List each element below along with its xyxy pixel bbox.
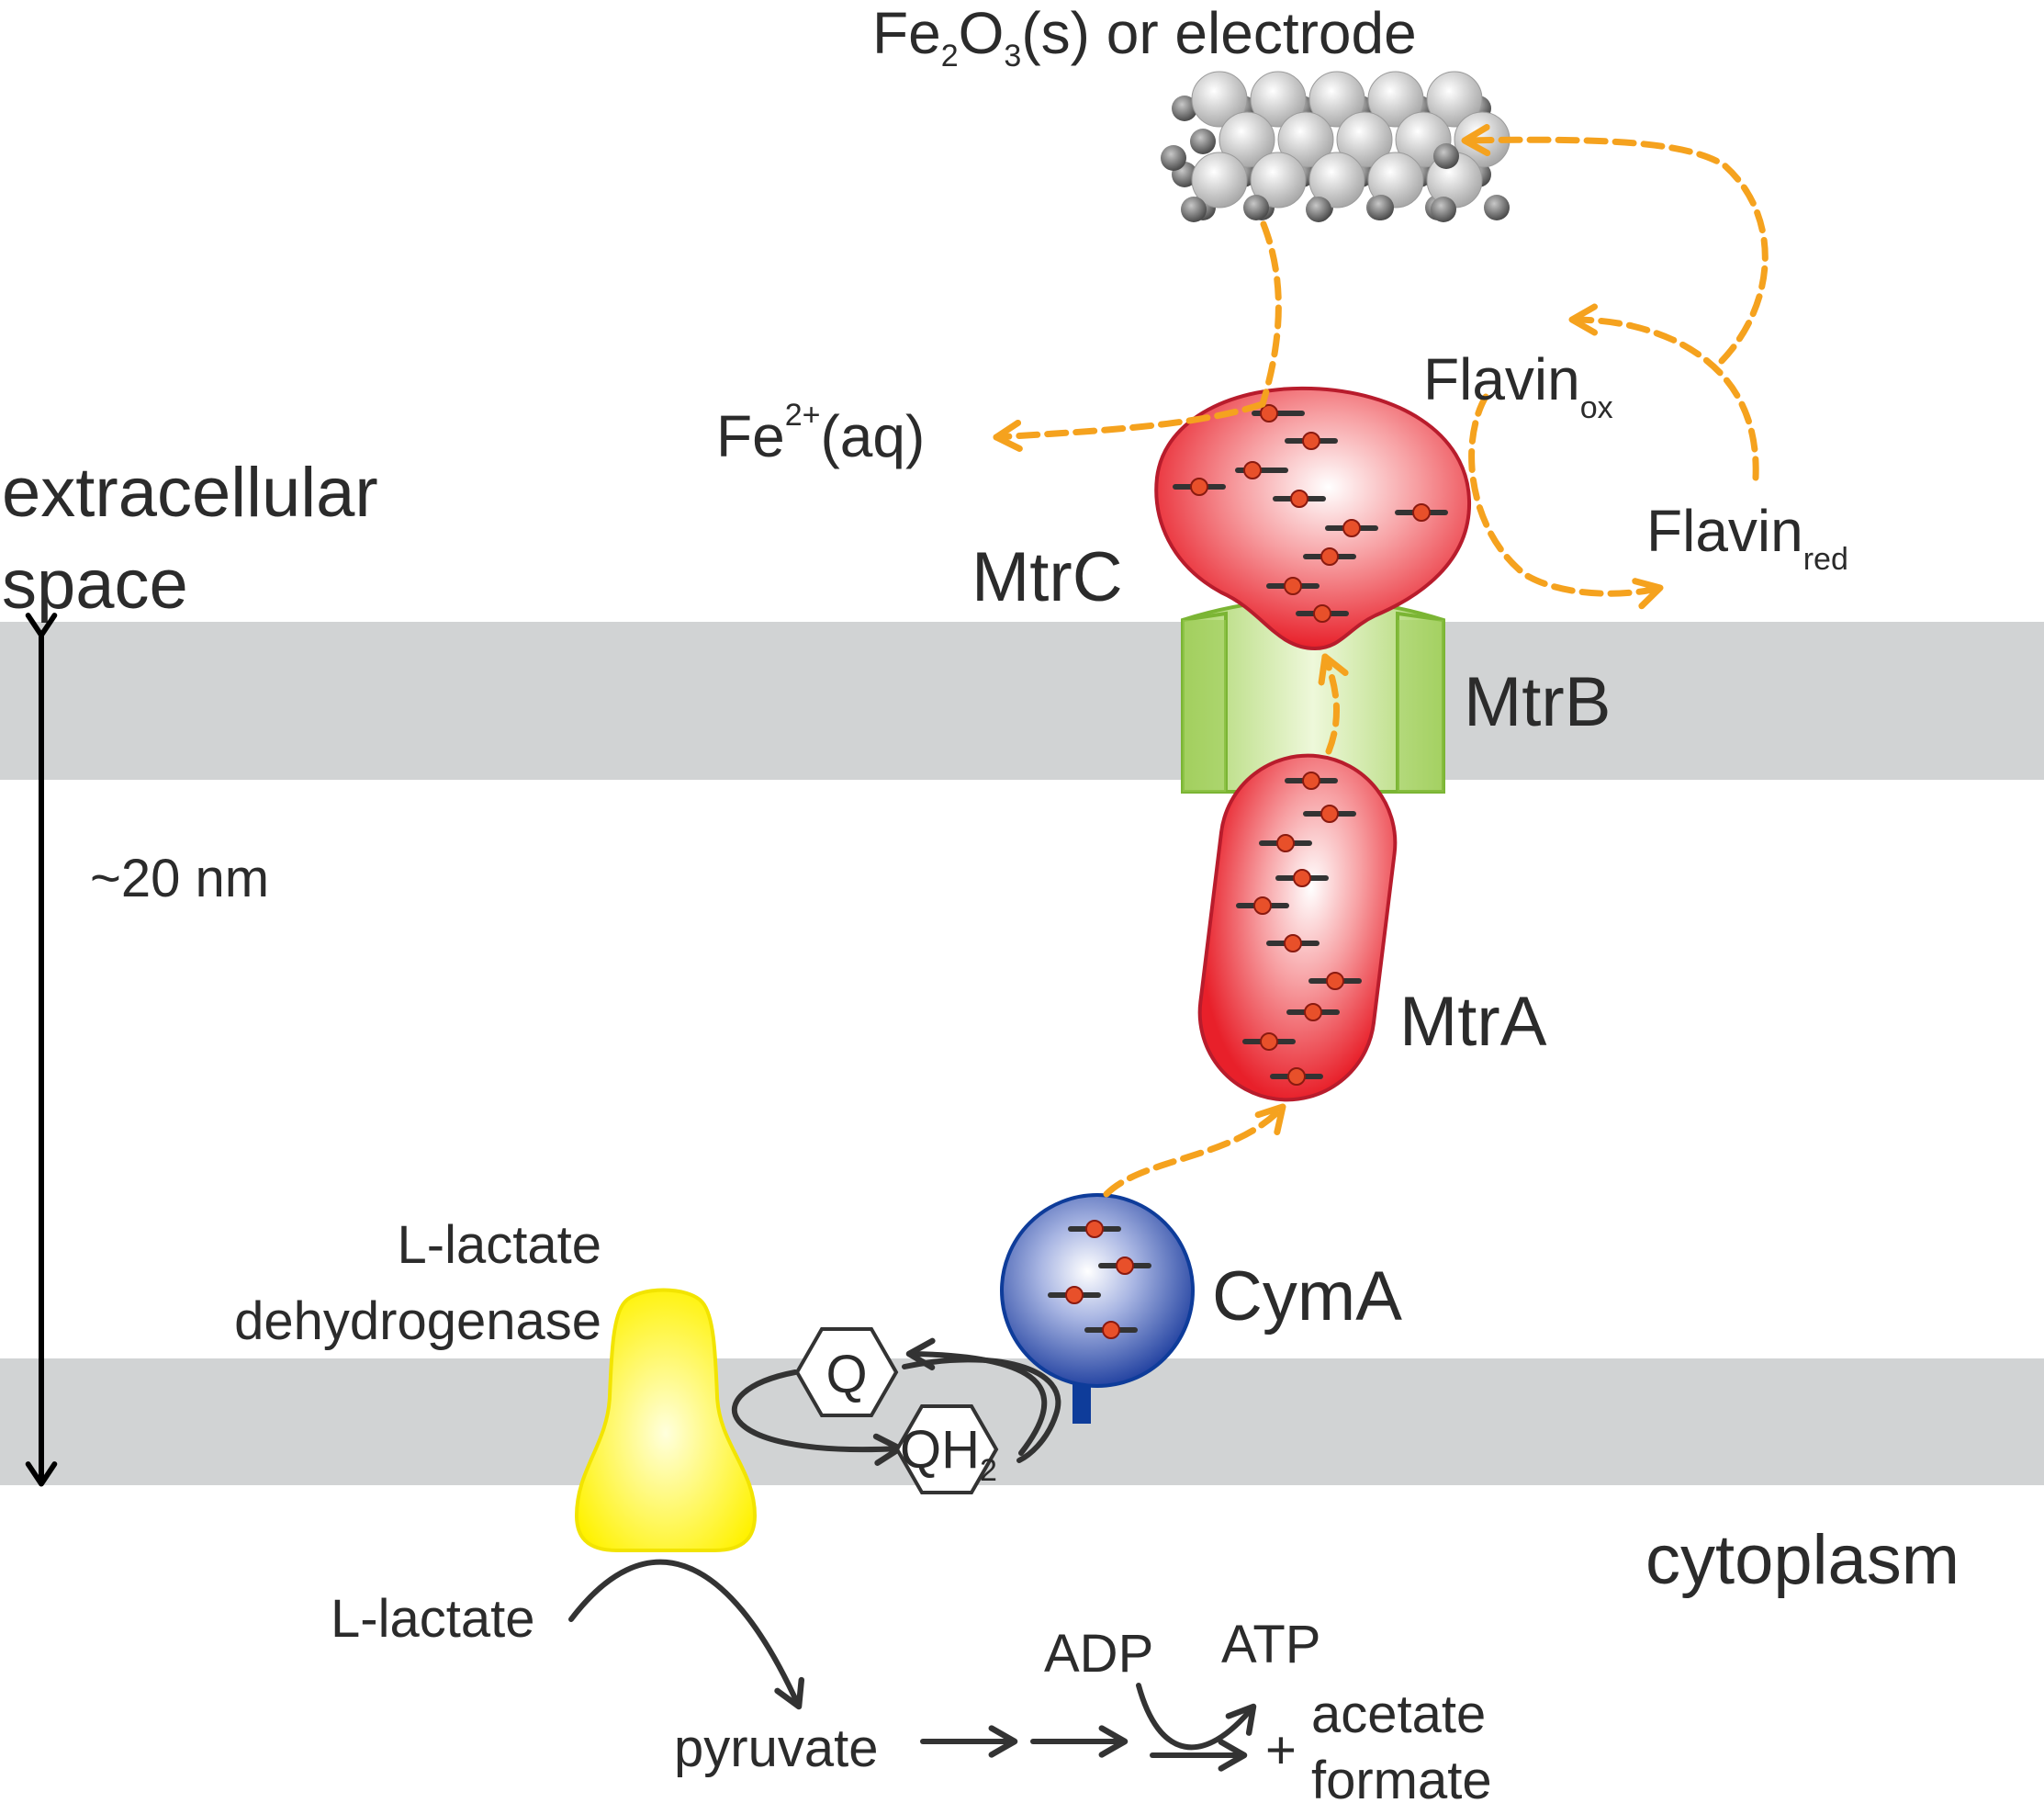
acceptor-label: Fe2O3(s) or electrode bbox=[872, 0, 1417, 73]
lattice-atom-large bbox=[1250, 152, 1307, 208]
atp-label: ATP bbox=[1221, 1615, 1321, 1674]
lattice-atom-large bbox=[1426, 71, 1483, 128]
cytoplasm-label: cytoplasm bbox=[1645, 1521, 1960, 1599]
adp-label: ADP bbox=[1044, 1624, 1153, 1684]
heme-marker bbox=[1395, 503, 1448, 522]
lactate-to-pyruvate-arrow bbox=[568, 1559, 805, 1710]
cyma-to-mtra-flow bbox=[1103, 1103, 1286, 1198]
lattice-atom-small bbox=[1368, 195, 1394, 220]
heme-marker bbox=[1273, 490, 1326, 508]
lattice-atom-small bbox=[1484, 195, 1510, 220]
heme-marker bbox=[1308, 972, 1362, 990]
cyma-hemes bbox=[1048, 1220, 1151, 1339]
lattice-atom-small bbox=[1172, 96, 1197, 121]
cyma-protein bbox=[1000, 1193, 1195, 1388]
ldh-label-line2: dehydrogenase bbox=[234, 1291, 601, 1351]
mtrc-to-fe2-flow bbox=[993, 400, 1266, 452]
lattice-atom-small bbox=[1161, 145, 1186, 171]
acetate-label: acetate bbox=[1311, 1685, 1486, 1744]
flavin-red-label: Flavinred bbox=[1646, 498, 1848, 577]
heme-marker bbox=[1084, 1321, 1138, 1339]
lattice-atom-small bbox=[1431, 197, 1456, 222]
inner-membrane bbox=[0, 1358, 2044, 1485]
heme-marker bbox=[1259, 834, 1312, 852]
lattice-atom-small bbox=[1181, 197, 1207, 222]
heme-marker bbox=[1285, 772, 1338, 790]
adp-to-atp-arrow bbox=[1136, 1683, 1257, 1751]
flavin-ox-label: Flavinox bbox=[1423, 346, 1613, 425]
ldh-protein bbox=[574, 1288, 758, 1552]
heme-marker bbox=[1236, 896, 1289, 915]
heme-marker bbox=[1048, 1286, 1101, 1304]
mtra-hemes bbox=[1236, 772, 1362, 1086]
qh2-label: QH2 bbox=[900, 1420, 997, 1488]
extracellular-space-label-2: space bbox=[2, 546, 188, 624]
heme-marker bbox=[1266, 577, 1320, 595]
lattice-atom-small bbox=[1306, 197, 1331, 222]
mtrb-barrel bbox=[1181, 597, 1445, 794]
extracellular-space-label: extracellular bbox=[2, 454, 378, 532]
mtrc-protein bbox=[1154, 386, 1472, 651]
mtra-to-mtrc-flow bbox=[1318, 653, 1349, 755]
lattice-atom-large bbox=[1308, 152, 1365, 208]
mtrc-hemes bbox=[1173, 404, 1448, 623]
heme-marker bbox=[1235, 461, 1288, 479]
lattice-atom-large bbox=[1191, 152, 1248, 208]
q-to-qh2-arrow bbox=[731, 1369, 904, 1466]
heme-marker bbox=[1098, 1256, 1151, 1275]
heme-marker bbox=[1285, 432, 1338, 450]
heme-marker bbox=[1068, 1220, 1121, 1238]
electrode-lattice bbox=[1161, 71, 1511, 222]
plus-label: + bbox=[1265, 1720, 1297, 1780]
lattice-atom-small bbox=[1433, 143, 1459, 169]
mtrc-to-flavin-red-flow bbox=[1468, 393, 1664, 610]
qh2-hexagon bbox=[894, 1404, 999, 1494]
lattice-atom-large bbox=[1336, 111, 1393, 168]
heme-marker bbox=[1270, 1067, 1323, 1086]
lattice-atom-large bbox=[1367, 71, 1424, 128]
qh2-to-q-arrow bbox=[905, 1337, 1048, 1456]
mineral-to-mtrc-flow bbox=[1259, 220, 1282, 408]
lattice-atom-small bbox=[1190, 129, 1216, 154]
mtra-label: MtrA bbox=[1399, 983, 1547, 1061]
q-label: Q bbox=[825, 1345, 867, 1404]
flavin-red-to-mineral-flow bbox=[1568, 303, 1759, 481]
lattice-atom-large bbox=[1250, 71, 1307, 128]
q-hexagon bbox=[794, 1327, 899, 1417]
mtrb-label: MtrB bbox=[1464, 663, 1611, 741]
heme-marker bbox=[1252, 404, 1305, 423]
heme-marker bbox=[1303, 547, 1356, 566]
flavin-red-to-electrode-flow bbox=[1461, 124, 1769, 365]
ldh-label-line1: L-lactate bbox=[398, 1215, 601, 1275]
lattice-atom-large bbox=[1308, 71, 1365, 128]
formate-label: formate bbox=[1311, 1751, 1492, 1803]
heme-marker bbox=[1286, 1003, 1340, 1021]
heme-marker bbox=[1325, 519, 1378, 537]
lattice-atom-small bbox=[1243, 195, 1269, 220]
heme-marker bbox=[1242, 1032, 1296, 1051]
outer-membrane bbox=[0, 622, 2044, 780]
heme-marker bbox=[1266, 934, 1320, 952]
lattice-atom-large bbox=[1219, 111, 1275, 168]
heme-marker bbox=[1275, 869, 1329, 887]
heme-marker bbox=[1173, 478, 1226, 496]
lattice-atom-large bbox=[1277, 111, 1334, 168]
pyruvate-label: pyruvate bbox=[674, 1718, 878, 1778]
heme-marker bbox=[1303, 805, 1356, 823]
lattice-atom-large bbox=[1367, 152, 1424, 208]
heme-marker bbox=[1296, 604, 1349, 623]
cyma-label: CymA bbox=[1212, 1257, 1402, 1335]
mtrc-label: MtrC bbox=[971, 538, 1123, 616]
scale-label: ~20 nm bbox=[90, 849, 269, 908]
mtra-protein bbox=[1197, 753, 1398, 1102]
fe2-label: Fe2+(aq) bbox=[716, 398, 925, 469]
lattice-atom-large bbox=[1191, 71, 1248, 128]
lactate-label: L-lactate bbox=[331, 1589, 534, 1649]
